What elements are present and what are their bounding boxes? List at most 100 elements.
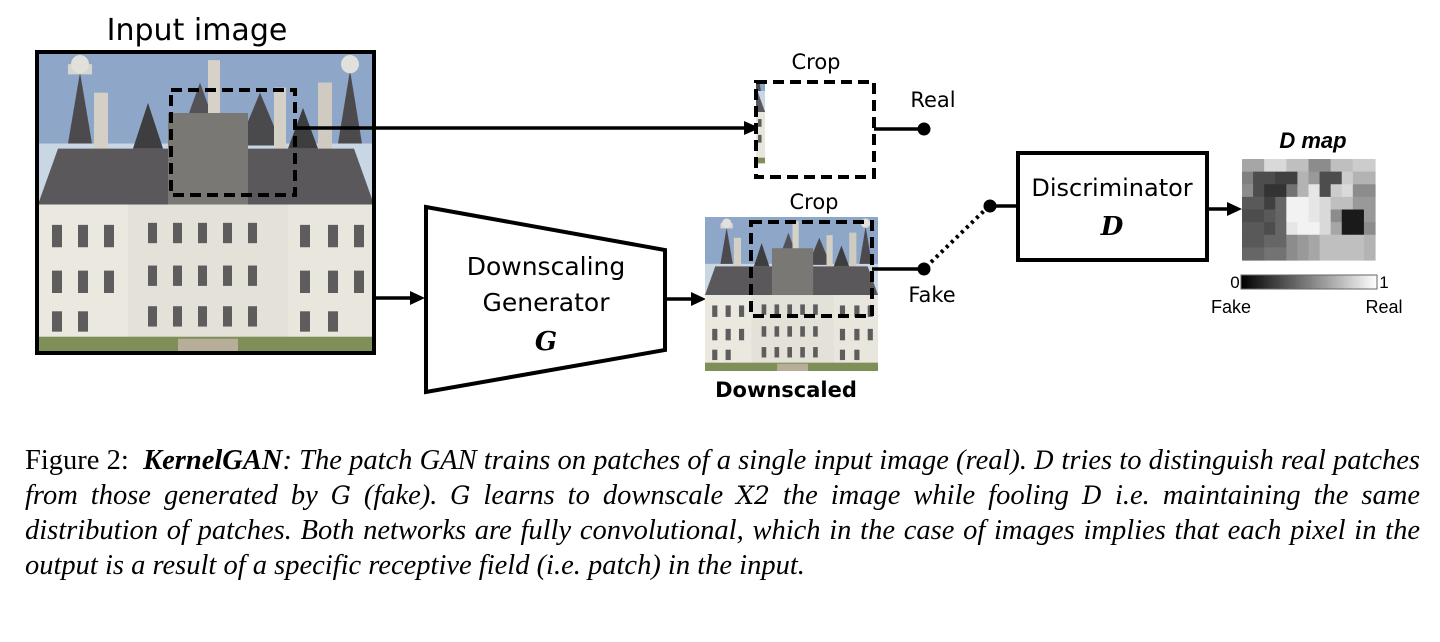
- input-image-label: Input image: [107, 13, 288, 48]
- real-crop-box: [754, 80, 876, 179]
- dmap-cell: [1319, 234, 1332, 248]
- dmap-cell: [1286, 234, 1299, 248]
- caption-d-symbol-1: D: [1034, 446, 1055, 475]
- caption-text-2: tries to distinguish real patches from t…: [25, 445, 1421, 511]
- dmap-cell: [1363, 171, 1376, 185]
- dmap-cell: [1275, 222, 1287, 236]
- dmap-cell: [1286, 196, 1299, 211]
- dmap-cell: [1264, 184, 1276, 198]
- colorbar-real-label: Real: [1365, 297, 1402, 317]
- dmap-cell: [1363, 196, 1376, 211]
- caption-text-4: learns to downscale: [470, 480, 737, 511]
- downscaled-label: Downscaled: [715, 378, 857, 402]
- dmap-cell: [1297, 159, 1310, 173]
- dmap-cell: [1275, 196, 1287, 211]
- generator-symbol: G: [535, 327, 557, 357]
- dmap-cell: [1286, 209, 1299, 223]
- dmap-cell: [1286, 159, 1299, 173]
- figure-caption: Figure 2: KernelGAN: The patch GAN train…: [25, 443, 1420, 583]
- dmap-cell: [1286, 171, 1299, 185]
- input-crop-box: [169, 88, 297, 197]
- dmap-cell: [1352, 196, 1365, 211]
- dmap-cell: [1319, 247, 1332, 261]
- dmap-cell: [1242, 234, 1254, 248]
- dmap-cell: [1341, 171, 1354, 185]
- dmap-cell: [1341, 196, 1354, 211]
- dmap-cell: [1352, 159, 1365, 173]
- dmap-cell: [1275, 209, 1287, 223]
- dmap-cell: [1352, 209, 1365, 223]
- dmap-cell: [1319, 222, 1332, 236]
- dmap-cell: [1330, 209, 1343, 223]
- dmap-cell: [1363, 209, 1376, 223]
- dmap-cell: [1286, 184, 1299, 198]
- caption-text-1: : The patch GAN trains on patches of a s…: [282, 445, 1035, 476]
- dmap-cell: [1253, 159, 1265, 173]
- dmap-cell: [1319, 159, 1332, 173]
- dmap-cell: [1242, 171, 1254, 185]
- dmap-cell: [1242, 196, 1254, 211]
- dmap-cell: [1275, 159, 1287, 173]
- dmap-cell: [1297, 184, 1310, 198]
- caption-g-symbol-2: G: [450, 481, 471, 510]
- dmap-cell: [1319, 184, 1332, 198]
- dmap-cell: [1297, 196, 1310, 211]
- caption-text-5: the image while fooling: [769, 480, 1082, 511]
- colorbar-max: 1: [1379, 273, 1388, 292]
- dmap-cell: [1319, 209, 1332, 223]
- dmap-cell: [1330, 159, 1343, 173]
- crop-bottom-label: Crop: [789, 190, 838, 214]
- dmap-cell: [1242, 209, 1254, 223]
- caption-x2-symbol: X2: [736, 481, 770, 510]
- dmap-cell: [1286, 247, 1299, 261]
- dmap-cell: [1242, 159, 1254, 173]
- dmap-cell: [1264, 209, 1276, 223]
- caption-text-3: (fake).: [350, 480, 451, 511]
- dmap-cell: [1308, 159, 1321, 173]
- dmap-cell: [1308, 209, 1321, 223]
- generator-block: [424, 204, 667, 395]
- dmap-title: D map: [1279, 128, 1346, 153]
- dmap-cell: [1286, 222, 1299, 236]
- dmap-cell: [1352, 171, 1365, 185]
- dmap-cell: [1242, 247, 1254, 261]
- dmap-cell: [1308, 234, 1321, 248]
- dmap-cell: [1341, 159, 1354, 173]
- real-path-arrowhead: [744, 121, 760, 135]
- real-output-node: [917, 122, 931, 136]
- dmap-cell: [1275, 247, 1287, 261]
- dmap-cell: [1330, 234, 1343, 248]
- dmap-cell: [1352, 247, 1365, 261]
- discriminator-label: Discriminator: [1031, 174, 1192, 202]
- fake-crop-box: [749, 220, 874, 318]
- method-name: KernelGAN: [143, 445, 283, 476]
- dmap-cell: [1275, 234, 1287, 248]
- dmap-cell: [1363, 184, 1376, 198]
- dmap-cell: [1275, 171, 1287, 185]
- dmap-cell: [1264, 234, 1276, 248]
- dmap-cell: [1341, 184, 1354, 198]
- discriminator-block: [1016, 151, 1209, 262]
- dmap-cell: [1297, 209, 1310, 223]
- dmap-cell: [1308, 196, 1321, 211]
- colorbar-min: 0: [1230, 273, 1239, 292]
- dmap-cell: [1275, 184, 1287, 198]
- dmap-cell: [1352, 234, 1365, 248]
- dmap-cell: [1253, 196, 1265, 211]
- dmap-cell: [1297, 222, 1310, 236]
- dmap-cell: [1264, 196, 1276, 211]
- dmap-cell: [1308, 171, 1321, 185]
- dmap-cell: [1330, 196, 1343, 211]
- dmap-cell: [1264, 171, 1276, 185]
- dmap-cell: [1253, 247, 1265, 261]
- downscaled-image: [705, 217, 878, 371]
- fake-output-node: [917, 262, 931, 276]
- dmap-cell: [1330, 171, 1343, 185]
- generator-label-line2: Generator: [483, 288, 611, 317]
- caption-d-symbol-2: D: [1081, 481, 1102, 510]
- real-crop-image: [647, 59, 765, 163]
- dmap-cell: [1308, 184, 1321, 198]
- dmap-cell: [1297, 247, 1310, 261]
- dmap-cell: [1363, 159, 1376, 173]
- kernelgan-diagram: Input image Crop Real Downscaling Genera…: [35, 13, 1403, 402]
